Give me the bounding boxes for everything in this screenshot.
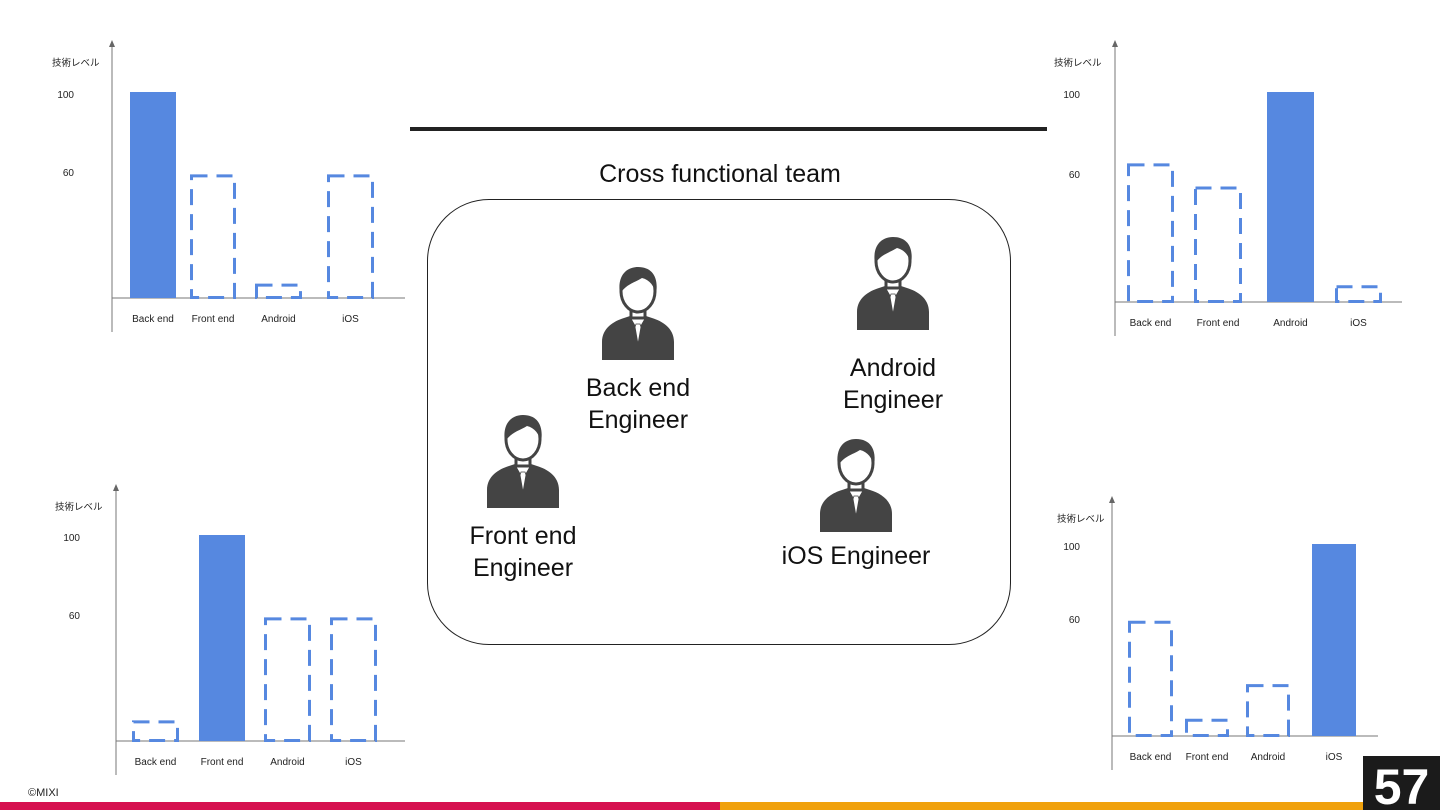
bar-filled [130, 92, 176, 298]
x-category-label: Android [261, 314, 295, 325]
member-label: iOS Engineer [781, 542, 931, 570]
y-axis-arrow [113, 484, 119, 491]
y-tick-label: 60 [69, 611, 81, 622]
x-category-label: iOS [1326, 752, 1343, 763]
y-tick-label: 60 [1069, 615, 1081, 626]
y-axis-label: 技術レベル [1057, 513, 1105, 525]
x-category-label: Android [1251, 752, 1285, 763]
bar-dashed [264, 617, 311, 742]
copyright: ©MIXI [28, 787, 59, 799]
member-label: Android Engineer [842, 354, 944, 414]
x-category-label: iOS [345, 757, 362, 768]
y-axis-arrow [1112, 40, 1118, 47]
y-axis-arrow [1109, 496, 1115, 503]
x-category-label: Back end [1130, 318, 1172, 329]
bar-dashed [132, 720, 179, 742]
x-category-label: Front end [192, 314, 235, 325]
x-category-label: Back end [135, 757, 177, 768]
footer-bar-right [720, 802, 1363, 810]
bar-filled [1267, 92, 1314, 302]
y-tick-label: 100 [63, 533, 80, 544]
bar-dashed [1335, 285, 1382, 303]
bar-dashed [255, 283, 302, 300]
y-axis-label: 技術レベル [55, 501, 103, 513]
bar-dashed [1246, 684, 1290, 738]
person-icon [857, 237, 929, 330]
bar-dashed [330, 617, 377, 742]
page-number: 57 [1373, 759, 1430, 810]
y-tick-label: 100 [1063, 542, 1080, 553]
bar-dashed [1185, 718, 1229, 738]
y-axis-label: 技術レベル [52, 57, 100, 69]
x-category-label: Front end [201, 757, 244, 768]
team-title: Cross functional team [599, 160, 841, 188]
bar-dashed [1127, 163, 1174, 303]
member-label: Front end Engineer [469, 522, 577, 582]
member-ios: iOS Engineer [766, 436, 946, 572]
bar-filled [1312, 544, 1356, 736]
member-android: Android Engineer [815, 234, 971, 416]
x-category-label: iOS [342, 314, 359, 325]
y-tick-label: 100 [1063, 90, 1080, 101]
bar-dashed [1194, 186, 1242, 303]
x-category-label: Android [1273, 318, 1307, 329]
x-category-label: Front end [1197, 318, 1240, 329]
y-tick-label: 60 [1069, 170, 1081, 181]
bar-dashed [327, 174, 374, 299]
person-icon [487, 415, 559, 508]
person-icon [602, 267, 674, 360]
x-category-label: iOS [1350, 318, 1367, 329]
member-backend: Back end Engineer [560, 264, 716, 436]
x-category-label: Android [270, 757, 304, 768]
member-label: Back end Engineer [585, 374, 691, 434]
bar-filled [199, 535, 245, 741]
page-number-box: 57 [1363, 756, 1440, 810]
y-axis-label: 技術レベル [1054, 57, 1102, 69]
footer-bar-left [0, 802, 720, 810]
y-axis-arrow [109, 40, 115, 47]
member-frontend: Front end Engineer [445, 412, 601, 584]
bar-dashed [1128, 620, 1173, 737]
title-rule [410, 127, 1047, 131]
bar-dashed [190, 174, 236, 299]
x-category-label: Back end [132, 314, 174, 325]
y-tick-label: 60 [63, 168, 75, 179]
x-category-label: Back end [1130, 752, 1172, 763]
x-category-label: Front end [1186, 752, 1229, 763]
y-tick-label: 100 [57, 90, 74, 101]
person-icon [820, 439, 892, 532]
team-box [427, 199, 1011, 645]
